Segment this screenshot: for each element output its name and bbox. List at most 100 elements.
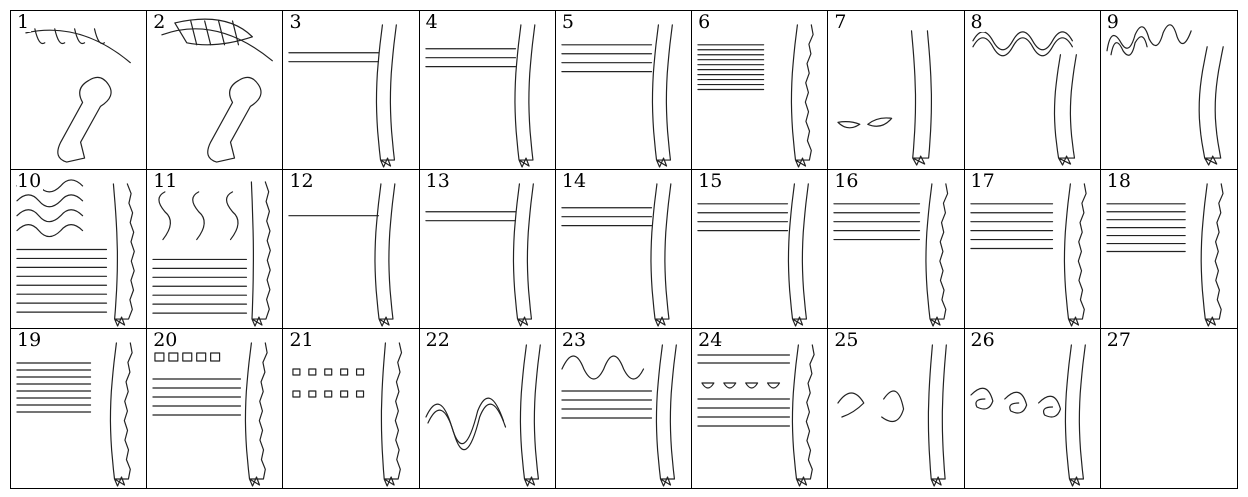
tissue-strip [929, 345, 947, 486]
tissue-strip [652, 25, 672, 167]
cup [702, 383, 714, 388]
panel-number: 21 [289, 330, 315, 350]
tissue-strip [926, 184, 948, 326]
tissue-strip [58, 77, 111, 162]
figure-panel: 6 [692, 11, 828, 170]
panel-drawing [283, 11, 418, 169]
figure-panel: 8 [965, 11, 1101, 170]
panel-number: 7 [834, 12, 848, 32]
figure-panel: 4 [420, 11, 556, 170]
granule [197, 353, 206, 361]
panel-number: 9 [1107, 12, 1121, 32]
granule [155, 353, 164, 361]
tissue-strip [513, 184, 533, 326]
tissue-strip [515, 25, 535, 167]
panel-drawing [1101, 170, 1237, 328]
panel-number: 10 [17, 171, 43, 191]
panel-number: 20 [153, 330, 179, 350]
wave-row [562, 356, 644, 379]
curl [971, 388, 993, 409]
figure-panel: 17 [965, 170, 1101, 329]
panel-number: 13 [426, 171, 452, 191]
tissue-strip [113, 184, 134, 326]
panel-drawing [283, 170, 418, 328]
wavy-band [973, 38, 1072, 56]
tissue-strip [793, 345, 815, 486]
panel-number: 3 [289, 12, 303, 32]
figure-panel: 23 [556, 329, 692, 488]
s-hook [193, 192, 204, 240]
wave-row [17, 225, 83, 237]
panel-number: 1 [17, 12, 31, 32]
panel-number: 25 [834, 330, 860, 350]
figure-panel: 13 [420, 170, 556, 329]
tissue-strip [1201, 184, 1223, 326]
panel-drawing [556, 170, 691, 328]
tissue-strip [246, 343, 268, 486]
granule [183, 353, 192, 361]
panel-drawing [11, 329, 146, 488]
panel-number: 11 [153, 171, 179, 191]
panel-drawing [965, 329, 1100, 488]
figure-panel: 15 [692, 170, 828, 329]
tissue-strip [789, 184, 809, 326]
panel-drawing [147, 170, 282, 328]
panel-number: 26 [971, 330, 997, 350]
panel-number: 14 [562, 171, 588, 191]
loop-band [1111, 37, 1147, 56]
lattice [175, 19, 253, 45]
tentacle [95, 29, 105, 44]
panel-drawing [828, 11, 963, 169]
panel-drawing [556, 11, 691, 169]
panel-number: 15 [698, 171, 724, 191]
granule [357, 369, 364, 375]
granule [341, 369, 348, 375]
panel-number: 6 [698, 12, 712, 32]
panel-number: 12 [289, 171, 315, 191]
panel-number: 8 [971, 12, 985, 32]
arc [26, 30, 130, 62]
figure-panel: 7 [828, 11, 964, 170]
panel-drawing [692, 170, 827, 328]
granule [293, 369, 300, 375]
panel-number: 22 [426, 330, 452, 350]
tissue-strip [651, 184, 671, 326]
tissue-strip [520, 345, 540, 486]
lattice-bar [205, 21, 211, 45]
panel-drawing [556, 329, 691, 488]
panel-number: 27 [1107, 330, 1133, 350]
figure-panel: 19 [11, 329, 147, 488]
figure-panel: 26 [965, 329, 1101, 488]
granule [325, 391, 332, 397]
panel-drawing [828, 170, 963, 328]
panel-drawing [11, 11, 146, 169]
granule [169, 353, 178, 361]
figure-panel: 16 [828, 170, 964, 329]
panel-drawing [828, 329, 963, 488]
figure-panel: 11 [147, 170, 283, 329]
figure-panel: 21 [283, 329, 419, 488]
panel-number: 19 [17, 330, 43, 350]
tissue-strip [110, 343, 132, 486]
curl [882, 391, 904, 422]
tissue-strip [375, 184, 395, 326]
granule [341, 391, 348, 397]
broad-wave [428, 404, 506, 450]
granule [293, 391, 300, 397]
tissue-strip [656, 345, 676, 486]
panel-number: 16 [834, 171, 860, 191]
lattice-bar [191, 21, 197, 45]
granule [309, 391, 316, 397]
panel-number: 4 [426, 12, 440, 32]
figure-panel: 3 [283, 11, 419, 170]
curl [1004, 392, 1026, 413]
figure-panel: 22 [420, 329, 556, 488]
cup [724, 383, 736, 388]
tissue-strip [208, 77, 261, 162]
tissue-strip [252, 182, 271, 326]
panel-drawing [420, 329, 555, 488]
panel-number: 17 [971, 171, 997, 191]
panel-drawing [1101, 11, 1237, 169]
figure-panel: 25 [828, 329, 964, 488]
figure-panel: 24 [692, 329, 828, 488]
